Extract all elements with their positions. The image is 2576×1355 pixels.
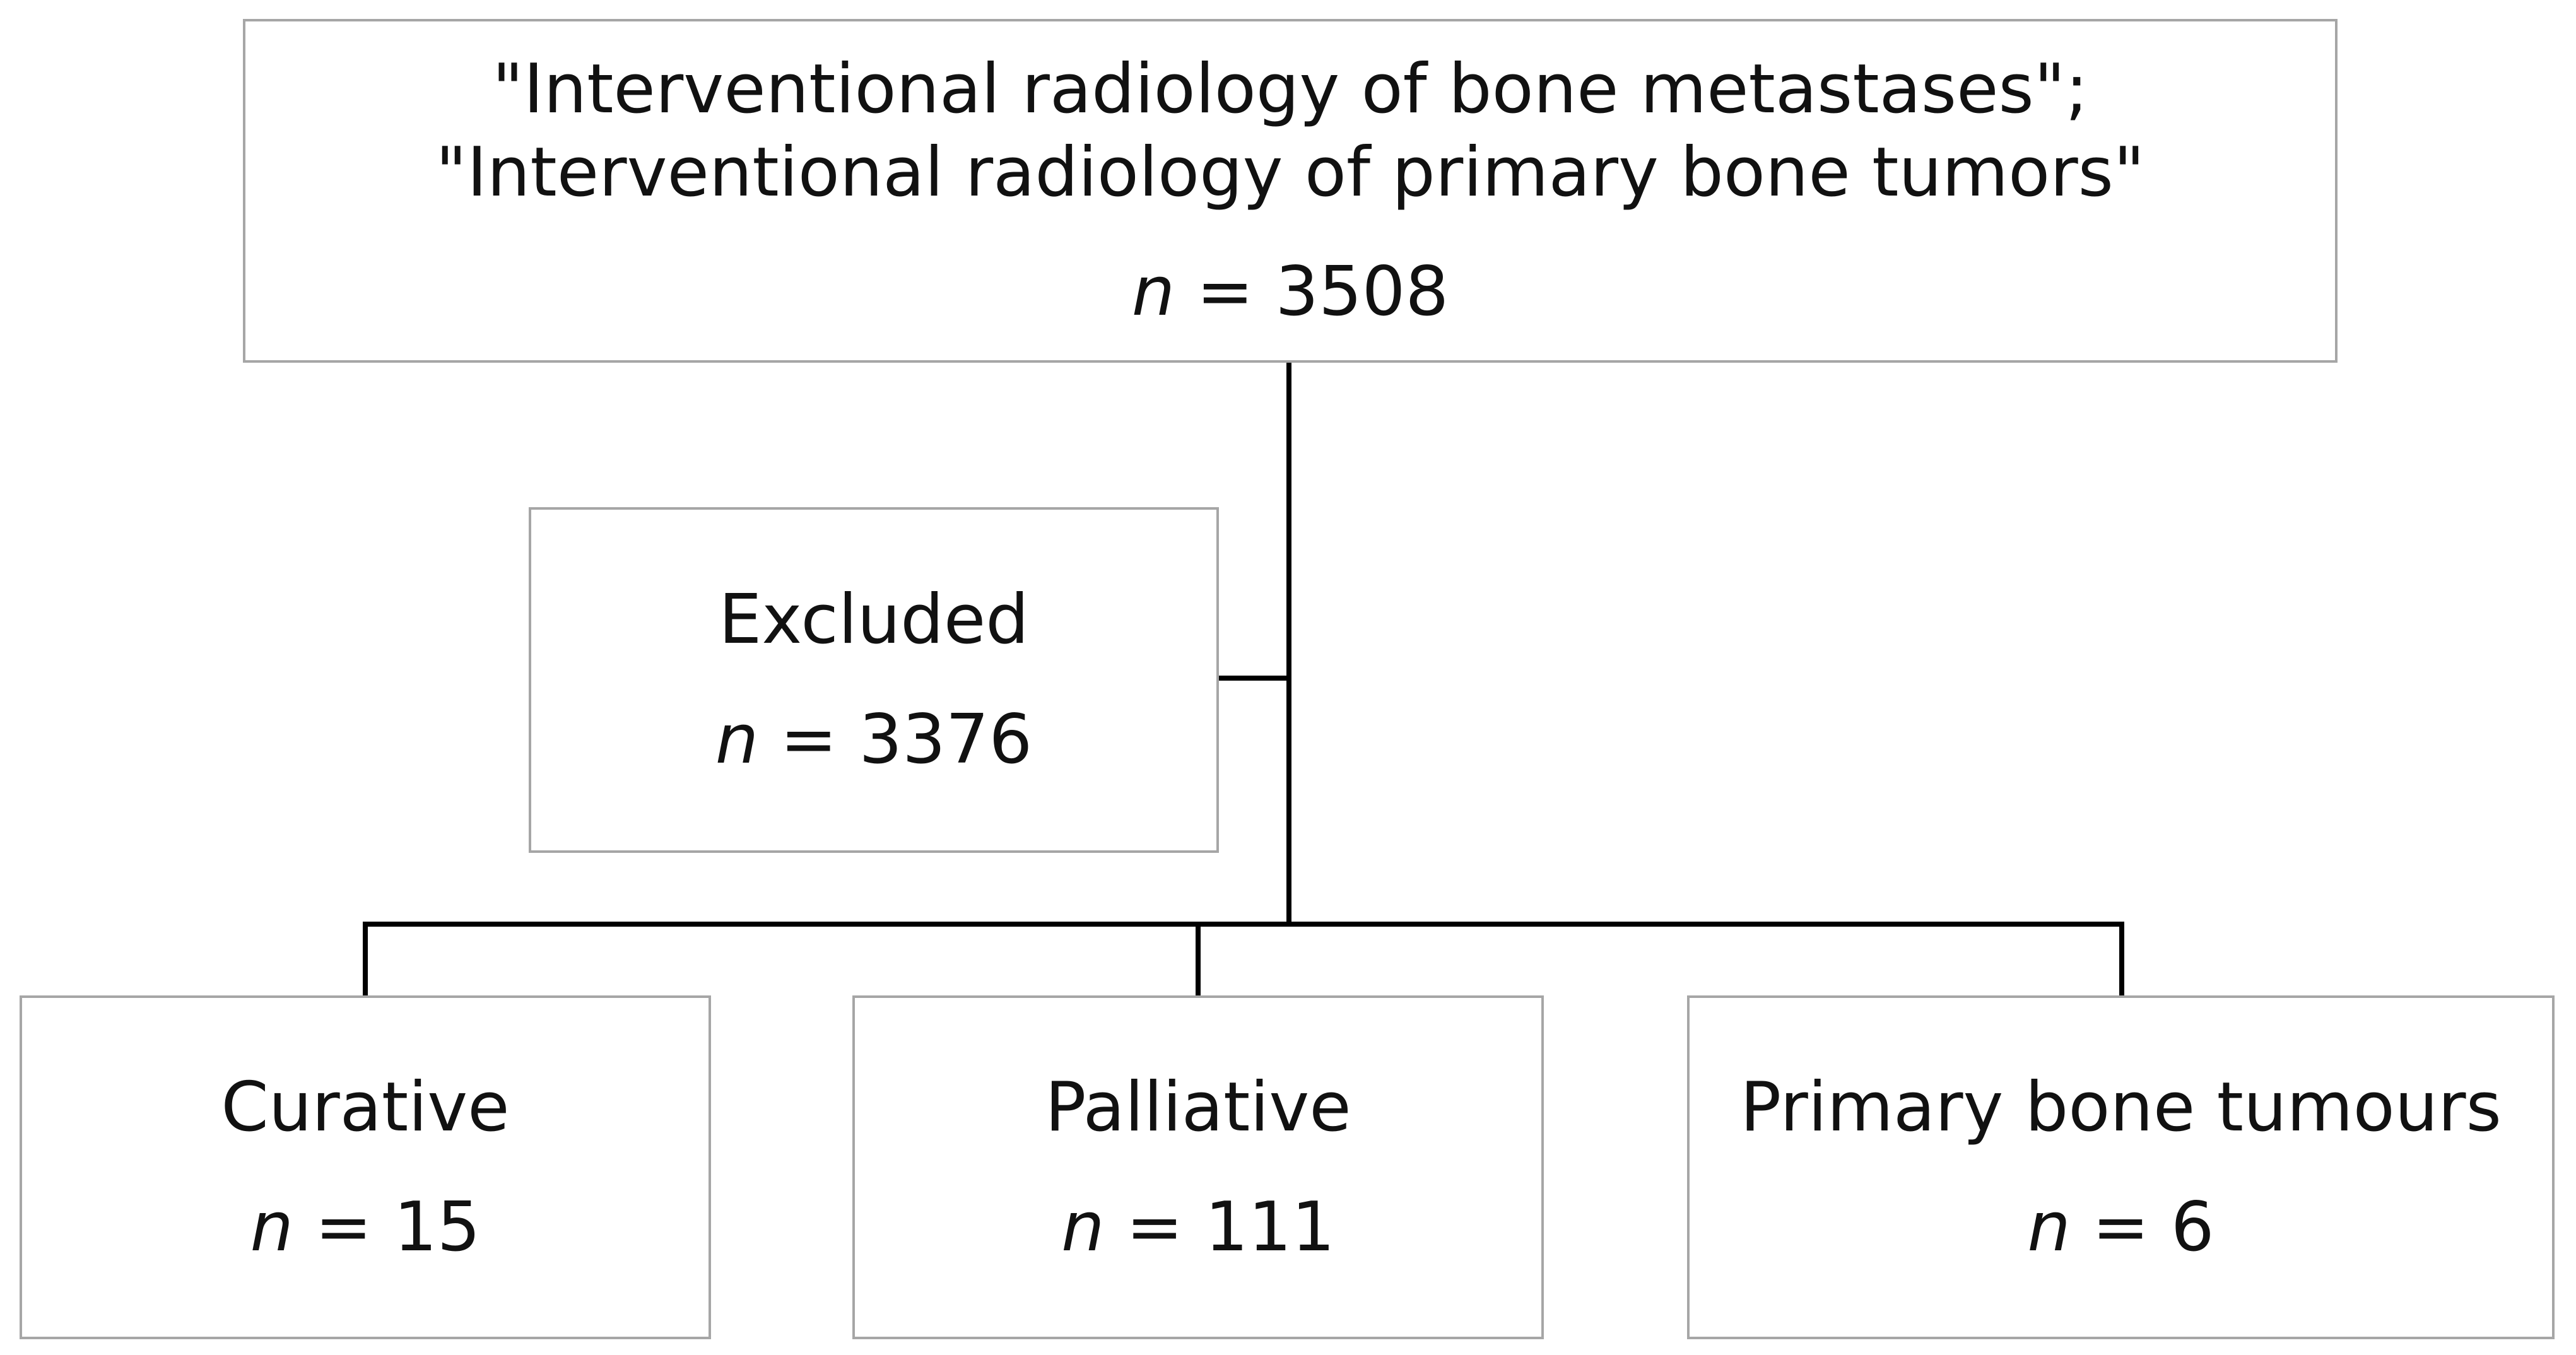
excluded-box: Excluded n = 3376 <box>529 507 1219 853</box>
palliative-box: Palliative n = 111 <box>852 995 1544 1339</box>
n-symbol: n <box>715 700 759 779</box>
primary-bone-tumours-count: n = 6 <box>2027 1186 2214 1269</box>
n-symbol: n <box>1131 252 1175 332</box>
curative-label: Curative <box>221 1067 510 1147</box>
primary-bone-tumours-box: Primary bone tumours n = 6 <box>1687 995 2555 1339</box>
curative-count: n = 15 <box>250 1186 480 1269</box>
search-query-line-1: "Interventional radiology of bone metast… <box>492 49 2088 129</box>
excluded-count-value: = 3376 <box>758 700 1033 779</box>
n-symbol: n <box>2027 1187 2071 1267</box>
excluded-label: Excluded <box>719 580 1029 660</box>
search-count: n = 3508 <box>1132 250 1449 334</box>
n-symbol: n <box>1061 1187 1105 1267</box>
palliative-count-value: = 111 <box>1104 1187 1335 1267</box>
curative-count-value: = 15 <box>293 1187 481 1267</box>
n-symbol: n <box>250 1187 293 1267</box>
primary-bone-tumours-label: Primary bone tumours <box>1740 1067 2502 1147</box>
search-count-value: = 3508 <box>1175 252 1449 332</box>
palliative-count: n = 111 <box>1061 1186 1335 1269</box>
curative-box: Curative n = 15 <box>20 995 711 1339</box>
search-query-box: "Interventional radiology of bone metast… <box>243 19 2338 363</box>
search-query-line-2: "Interventional radiology of primary bon… <box>435 132 2145 212</box>
palliative-label: Palliative <box>1045 1067 1351 1147</box>
excluded-count: n = 3376 <box>715 698 1032 782</box>
primary-bone-tumours-count-value: = 6 <box>2070 1187 2214 1267</box>
